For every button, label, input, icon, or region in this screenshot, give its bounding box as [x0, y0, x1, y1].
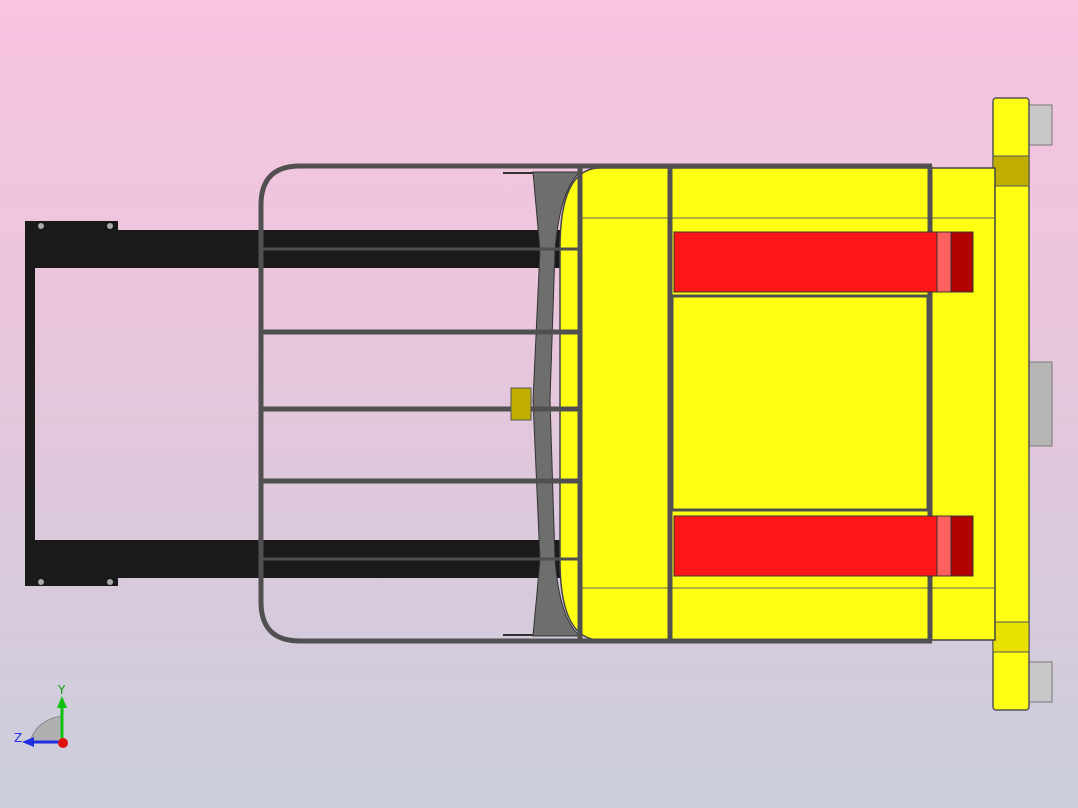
tilt-cylinder-lower [673, 515, 974, 577]
fork-bottom-stub [25, 577, 118, 586]
counterweight [992, 97, 1053, 711]
triad-arc-icon [29, 715, 63, 743]
fork-top-stub [25, 221, 118, 230]
fork-carriage-left-upright [25, 222, 35, 586]
x-axis-dot-icon [58, 738, 68, 748]
coordinate-triad: Y Z [14, 684, 68, 748]
y-axis-label: Y [57, 684, 66, 697]
counterweight-plate [992, 97, 1030, 711]
overhead-guard-frame [258, 163, 933, 644]
mast-bracket [510, 387, 532, 421]
z-axis-label: Z [14, 731, 22, 745]
tilt-cylinder-upper [673, 231, 974, 293]
